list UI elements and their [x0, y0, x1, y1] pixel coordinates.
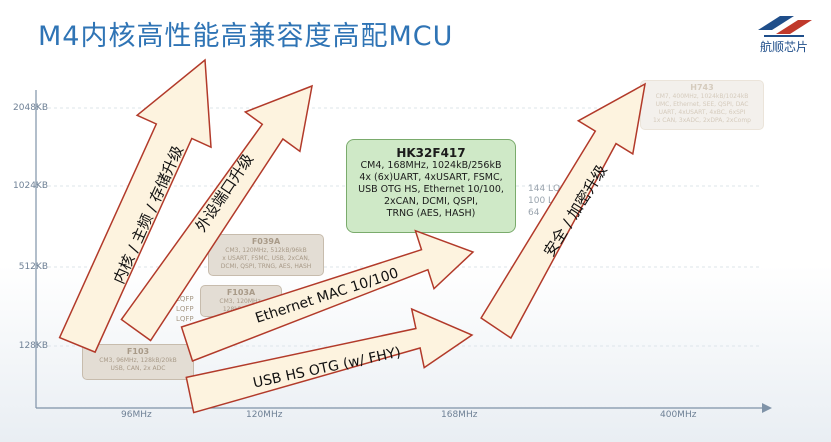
- arrow-security: [480, 82, 647, 340]
- page-title: M4内核高性能高兼容度高配MCU: [38, 21, 454, 52]
- arrow-ethernet: [180, 229, 475, 362]
- hk-logo-icon: [758, 16, 812, 37]
- x-label-400: 400MHz: [660, 410, 697, 420]
- logo-text: 航顺芯片: [760, 40, 809, 54]
- x-label-168: 168MHz: [441, 410, 478, 420]
- y-label-1024: 1024KB: [13, 181, 48, 191]
- y-label-512: 512KB: [18, 262, 48, 272]
- arrow-usb: [185, 307, 474, 414]
- y-label-2048: 2048KB: [13, 103, 48, 113]
- x-label-96: 96MHz: [121, 410, 152, 420]
- x-label-120: 120MHz: [246, 410, 283, 420]
- y-label-128: 128KB: [18, 341, 48, 351]
- arrow-peripheral: [120, 84, 313, 342]
- chip-hk32f417: HK32F417 CM4, 168MHz, 1024kB/256kB 4x (6…: [346, 139, 516, 233]
- chip-name: HK32F417: [396, 146, 466, 160]
- arrow-core: [58, 58, 212, 354]
